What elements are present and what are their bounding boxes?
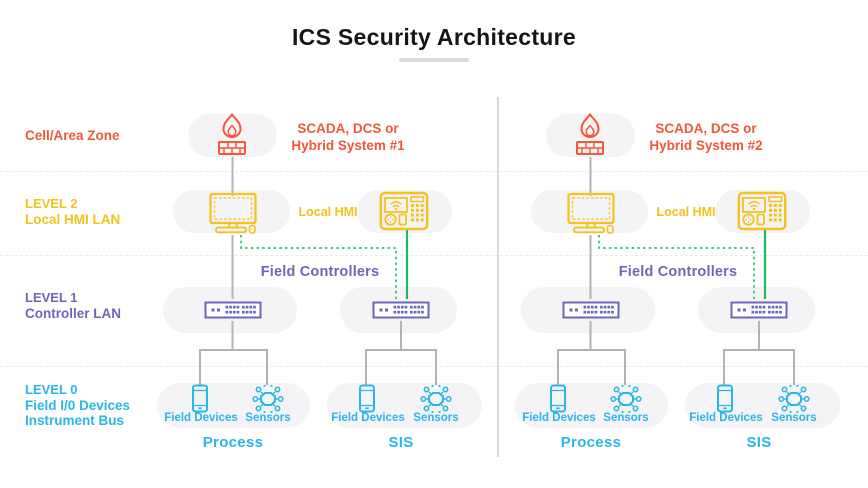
page-title: ICS Security Architecture xyxy=(291,24,577,50)
sensors-icon xyxy=(251,383,285,415)
local-hmi-label: Local HMI xyxy=(656,205,716,219)
zone-label-level1: LEVEL 1 Controller LAN xyxy=(25,290,121,321)
title-underline xyxy=(399,58,469,62)
field-devices-label: Field Devices xyxy=(689,412,763,424)
field-devices-label: Field Devices xyxy=(331,412,405,424)
firewall-icon xyxy=(214,112,250,157)
field-controllers-label: Field Controllers xyxy=(618,264,738,280)
workstation-icon xyxy=(207,192,259,234)
sensors-label: Sensors xyxy=(603,412,649,424)
sensors-icon xyxy=(419,383,453,415)
zone-label-level0: LEVEL 0 Field I/0 Devices Instrument Bus xyxy=(25,382,131,428)
field-devices-label: Field Devices xyxy=(164,412,238,424)
hmi-panel-icon xyxy=(379,191,429,231)
architecture-half-system2: SCADA, DCS or Hybrid System #2 Local HMI xyxy=(358,0,868,488)
process-devices-pill xyxy=(157,383,310,428)
field-devices-label: Field Devices xyxy=(522,412,596,424)
sis-group-label: SIS xyxy=(388,434,414,451)
process-group-label: Process xyxy=(560,434,622,451)
field-device-icon xyxy=(548,384,568,413)
sensors-label: Sensors xyxy=(771,412,817,424)
network-switch-icon xyxy=(562,299,620,321)
halves-divider xyxy=(497,97,499,457)
sis-devices-pill xyxy=(327,383,482,428)
zone-label-cell-area: Cell/Area Zone xyxy=(25,128,120,143)
network-switch-icon xyxy=(372,299,430,321)
sensors-label: Sensors xyxy=(413,412,459,424)
field-device-icon xyxy=(190,384,210,413)
hmi-panel-icon xyxy=(737,191,787,231)
firewall-icon xyxy=(572,112,608,157)
workstation-pill xyxy=(173,190,290,233)
network-switch-icon xyxy=(204,299,262,321)
sis-devices-pill xyxy=(685,383,840,428)
field-device-icon xyxy=(357,384,377,413)
process-devices-pill xyxy=(515,383,668,428)
sis-group-label: SIS xyxy=(746,434,772,451)
row-separator xyxy=(0,171,868,172)
scada-system-label: SCADA, DCS or Hybrid System #1 xyxy=(291,121,405,153)
sensors-label: Sensors xyxy=(245,412,291,424)
network-switch-icon xyxy=(730,299,788,321)
row-separator xyxy=(0,255,868,256)
scada-system-label: SCADA, DCS or Hybrid System #2 xyxy=(649,121,763,153)
sensors-icon xyxy=(777,383,811,415)
field-device-icon xyxy=(715,384,735,413)
field-controllers-label: Field Controllers xyxy=(260,264,380,280)
zone-label-level2: LEVEL 2 Local HMI LAN xyxy=(25,196,121,227)
workstation-icon xyxy=(565,192,617,234)
process-group-label: Process xyxy=(202,434,264,451)
workstation-pill xyxy=(531,190,648,233)
local-hmi-label: Local HMI xyxy=(298,205,358,219)
sensors-icon xyxy=(609,383,643,415)
